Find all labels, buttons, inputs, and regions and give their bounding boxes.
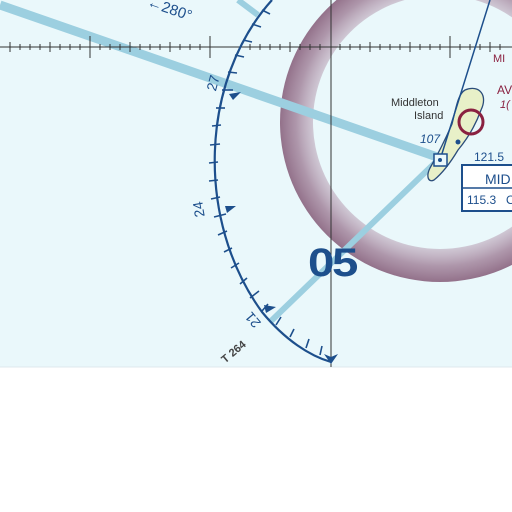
airport-name-partial: AV — [497, 83, 512, 97]
island-name-line2: Island — [414, 110, 443, 122]
airport-sub-partial: 1( — [500, 99, 511, 111]
blank-area — [0, 367, 512, 512]
compass-arrow-icon — [225, 206, 236, 213]
elevation-label: 107 — [420, 132, 441, 146]
airport-symbol — [457, 108, 485, 136]
compass-rose-arc — [213, 0, 332, 364]
compass-rose-ticks — [208, 9, 323, 356]
top-right-ident: MI — [493, 53, 505, 65]
island-name-line1: Middleton — [391, 97, 439, 109]
compass-label-24: 24 — [189, 200, 207, 218]
vor-frequency-suffix: O — [506, 193, 512, 207]
compass-arrow-icon — [229, 92, 241, 100]
airway-upper-segment — [236, 0, 260, 18]
vor-center-dot — [438, 158, 442, 162]
airway-t264-line — [267, 155, 443, 325]
latitude-ticks — [9, 36, 501, 58]
vor-frequency: 115.3 — [467, 193, 496, 207]
navaid-ident: MID — [485, 171, 511, 187]
north-arrow-icon — [324, 354, 338, 364]
airway-280-line — [0, 0, 442, 163]
sector-number: 05 — [308, 241, 358, 285]
frequency-label: 121.5 — [474, 150, 504, 164]
compass-arrow-icon — [264, 305, 276, 313]
runway — [439, 0, 491, 161]
compass-label-27: 27 — [203, 73, 223, 92]
navaid-dot — [455, 139, 461, 145]
